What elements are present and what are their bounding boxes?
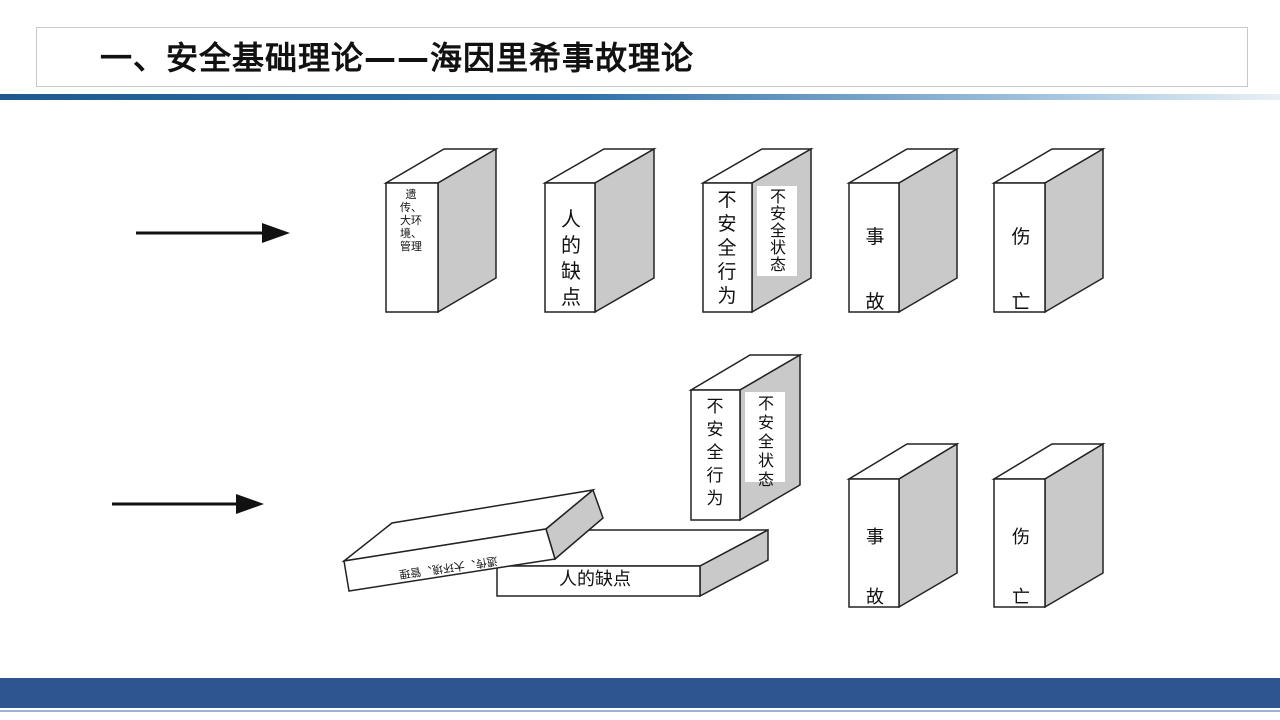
domino-bottom-1 bbox=[341, 488, 604, 592]
title-frame bbox=[36, 27, 1248, 87]
domino-top-3-side-label: 不安全状态 bbox=[769, 187, 786, 274]
domino-top-5 bbox=[991, 147, 1106, 314]
domino-top-4 bbox=[846, 147, 960, 314]
domino-bottom-4 bbox=[846, 442, 960, 609]
domino-top-1-label: 遗传、大环境、管理 bbox=[400, 188, 422, 253]
title-underline-bar bbox=[0, 94, 1280, 100]
arrow-bottom bbox=[112, 494, 264, 514]
domino-top-5-label: 伤亡 bbox=[1011, 226, 1031, 313]
domino-bottom-2-label: 人的缺点 bbox=[559, 569, 631, 590]
domino-top-3-label: 不安全行为 bbox=[717, 189, 737, 307]
domino-bottom-5-label: 伤亡 bbox=[1012, 527, 1030, 608]
domino-bottom-3-label: 不安全行为 bbox=[706, 397, 724, 509]
domino-top-1 bbox=[383, 147, 499, 314]
domino-top-4-label: 事故 bbox=[865, 226, 885, 313]
slide-title: 一、安全基础理论——海因里希事故理论 bbox=[100, 39, 695, 77]
arrow-top bbox=[136, 223, 290, 243]
footer-bar bbox=[0, 678, 1280, 708]
domino-bottom-3 bbox=[688, 353, 803, 522]
domino-bottom-5 bbox=[991, 442, 1106, 609]
domino-top-2 bbox=[542, 147, 657, 314]
domino-top-2-label: 人的缺点 bbox=[561, 207, 581, 309]
domino-bottom-3-side-label: 不安全状态 bbox=[757, 394, 774, 489]
domino-bottom-4-label: 事故 bbox=[866, 527, 884, 608]
footer-line bbox=[0, 710, 1280, 712]
domino-top-3 bbox=[700, 147, 814, 314]
